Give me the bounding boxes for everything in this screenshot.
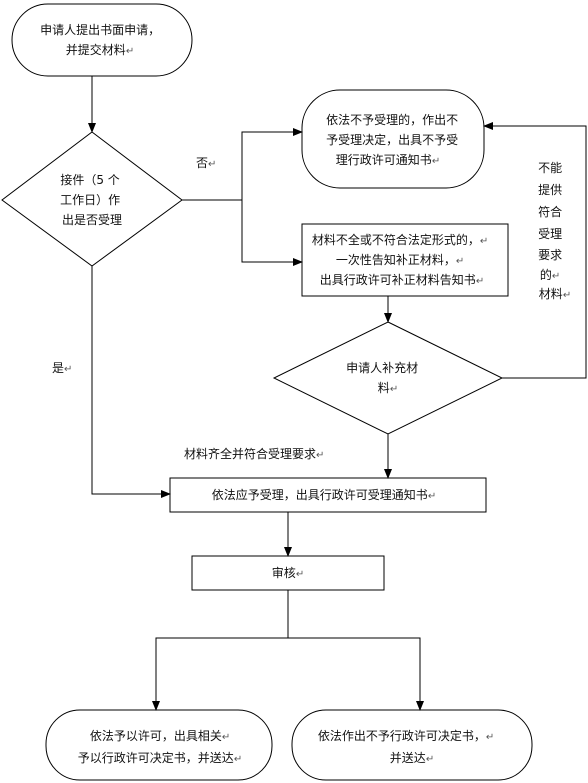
connector-supplement-to-reject bbox=[483, 122, 587, 379]
connector-no-to-reject bbox=[241, 128, 303, 200]
label-cannot-provide: 不能 提供 符合 受理 要求 的↵ 材料↵ bbox=[538, 161, 571, 301]
deny-node-shape bbox=[291, 709, 533, 781]
start-node-shape bbox=[11, 3, 193, 77]
review-node-text: 审核↵ bbox=[272, 565, 304, 580]
reject-node-text: 依法不予受理的，作出不 予受理决定，出具不予受 理行政许可通知书↵ bbox=[326, 112, 462, 167]
connector-no-to-incomplete bbox=[241, 200, 303, 266]
connector-split-to-deny bbox=[288, 637, 424, 711]
label-no: 否↵ bbox=[196, 156, 216, 170]
grant-node-shape bbox=[45, 709, 273, 781]
start-node-text: 申请人提出书面申请， 并提交材料↵ bbox=[40, 22, 164, 57]
incomplete-node-shape bbox=[301, 223, 509, 297]
label-complete: 材料齐全并符合受理要求↵ bbox=[184, 446, 324, 461]
accept-node-text: 依法应予受理，出具行政许可受理通知书↵ bbox=[212, 487, 436, 502]
accept-decision-text: 接件（5 个 工作日）作 出是否受理 bbox=[60, 172, 124, 227]
grant-node-text: 依法予以许可，出具相关↵ 予以行政许可决定书，并送达↵ bbox=[78, 728, 242, 765]
incomplete-node-text: 材料不全或不符合法定形式的，↵ 一次性告知补正材料，↵ 出具行政许可补正材料告知… bbox=[312, 232, 492, 287]
reject-node-shape bbox=[301, 89, 485, 189]
supplement-decision-shape bbox=[272, 321, 504, 435]
connector-decision-yes-to-accept bbox=[91, 266, 171, 498]
label-yes: 是↵ bbox=[52, 361, 72, 375]
deny-node-text: 依法作出不予行政许可决定书，↵ 并送达↵ bbox=[318, 728, 498, 765]
connector-split-to-grant bbox=[152, 637, 288, 711]
supplement-decision-text: 申请人补充材 料↵ bbox=[346, 360, 422, 395]
